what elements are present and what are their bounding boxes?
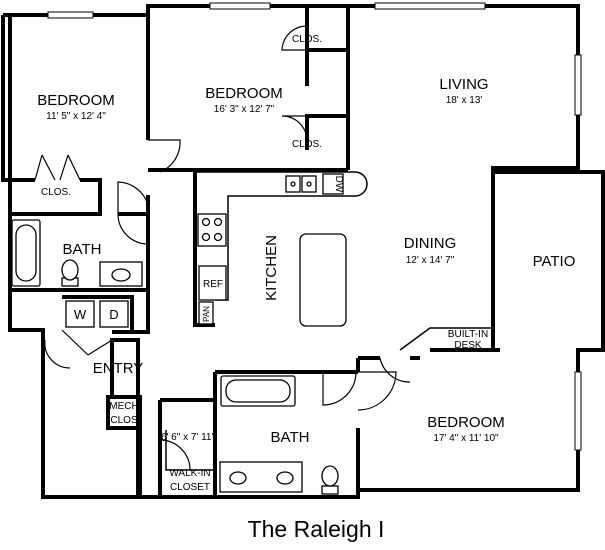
room-name-kitchen: KITCHEN <box>263 235 280 301</box>
dryer-icon <box>99 300 129 328</box>
room-name-bath-2: BATH <box>271 429 310 446</box>
room-name-bedroom-3: BEDROOM <box>427 414 505 431</box>
refrigerator-label: REF <box>203 279 223 290</box>
fixture-labels: CLOS. CLOS. CLOS. DW REF PAN W D MECH CL… <box>41 34 488 426</box>
windows <box>47 2 582 451</box>
room-name-bedroom-2: BEDROOM <box>205 85 283 102</box>
built-in-desk-label: BUILT-IN <box>448 329 488 340</box>
room-name-walk-in: WALK-IN <box>169 468 210 479</box>
kitchen-island <box>299 233 347 327</box>
doors <box>34 25 493 471</box>
window <box>574 371 582 451</box>
plan-title: The Raleigh I <box>248 516 385 542</box>
sink-icon <box>276 471 294 485</box>
window <box>374 2 486 10</box>
closet-label-bedroom-2-bottom: CLOS. <box>292 139 322 150</box>
room-name-living: LIVING <box>439 76 488 93</box>
room-size-dining: 12' x 14' 7" <box>406 255 455 266</box>
room-size-walk-in: 6' 6" x 7' 11" <box>161 432 216 443</box>
room-name-walk-in-2: CLOSET <box>170 482 210 493</box>
pantry-label: PAN <box>202 306 211 322</box>
room-size-bedroom-1: 11' 5" x 12' 4" <box>46 111 106 122</box>
fixtures <box>11 171 368 495</box>
mech-closet-label: MECH <box>109 401 138 412</box>
sink-icon <box>229 471 247 485</box>
room-name-bath-1: BATH <box>63 241 102 258</box>
room-name-patio: PATIO <box>533 253 576 270</box>
mech-closet-label-2: CLOS <box>110 415 138 426</box>
room-labels: BEDROOM 11' 5" x 12' 4" BEDROOM 16' 3" x… <box>37 76 575 493</box>
sink-icon <box>111 268 131 282</box>
toilet-icon <box>61 259 79 287</box>
room-name-entry: ENTRY <box>93 360 144 377</box>
built-in-desk-label-2: DESK <box>454 340 482 351</box>
room-size-bedroom-2: 16' 3" x 12' 7" <box>214 104 275 115</box>
outer-wall <box>3 4 605 499</box>
window <box>574 54 582 116</box>
washer-label: W <box>74 307 87 322</box>
window <box>209 2 271 10</box>
window <box>47 11 94 19</box>
refrigerator-icon <box>198 265 227 301</box>
closet-label-bedroom-1: CLOS. <box>41 187 71 198</box>
room-name-bedroom-1: BEDROOM <box>37 92 115 109</box>
closet-label-bedroom-2-top: CLOS. <box>292 34 322 45</box>
pantry-closet <box>198 301 214 325</box>
washer-icon <box>65 300 95 328</box>
dishwasher-icon <box>322 173 344 195</box>
dryer-label: D <box>109 307 118 322</box>
toilet-icon <box>321 465 339 495</box>
room-size-living: 18' x 13' <box>446 95 483 106</box>
kitchen-sink-icon <box>285 175 317 193</box>
room-name-dining: DINING <box>404 235 457 252</box>
range-icon <box>197 213 227 247</box>
dishwasher-label: DW <box>333 176 344 193</box>
room-size-bedroom-3: 17' 4" x 11' 10" <box>433 433 499 444</box>
